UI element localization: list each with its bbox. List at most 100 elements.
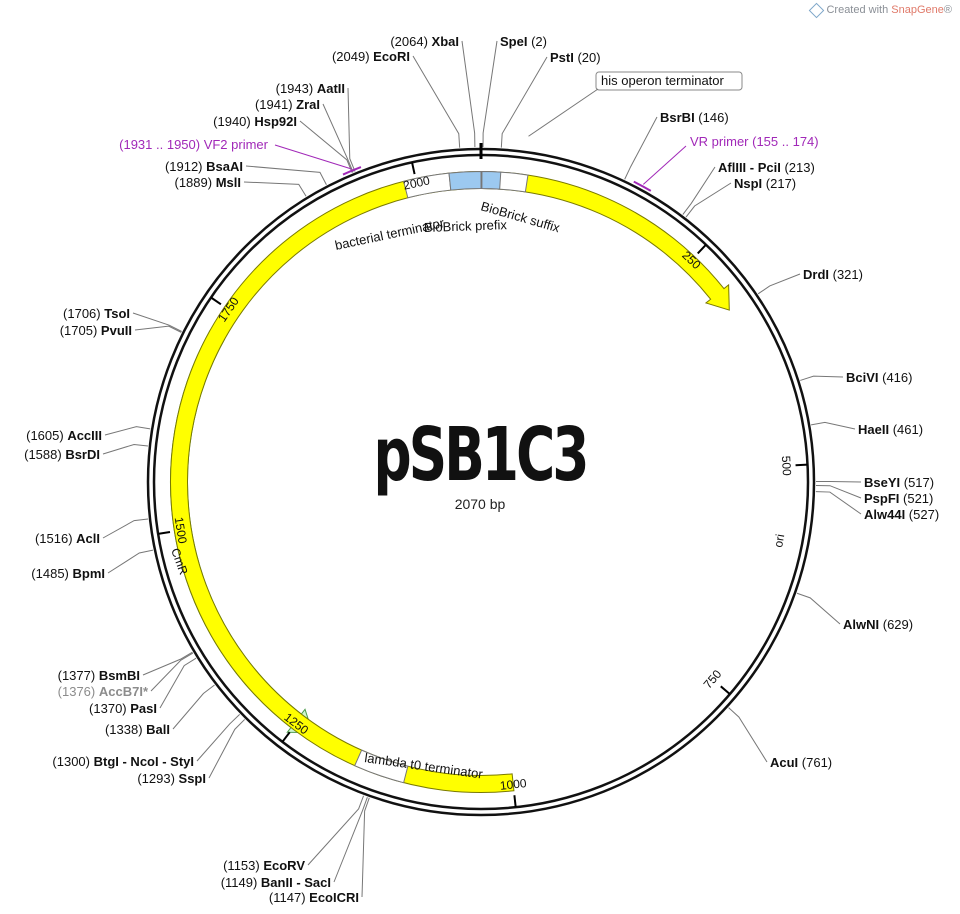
primer-vr-line: [642, 145, 687, 185]
tick-1250: [281, 731, 291, 743]
site-line-bsaai: [245, 165, 327, 186]
primer-vr-bar: [633, 180, 652, 192]
snapgene-watermark: Created with SnapGene®: [809, 2, 952, 18]
site-bsrdi: (1588) BsrDI: [24, 447, 100, 462]
site-position: (1516): [35, 531, 76, 546]
site-line-spei: [482, 40, 498, 148]
site-line-hsp92i: [299, 120, 353, 173]
watermark-prefix: Created with: [826, 4, 892, 16]
site-line-msli: [243, 181, 307, 197]
site-position: (1370): [89, 701, 130, 716]
site-name: AccIII: [67, 428, 102, 443]
site-line-bpmi: [107, 549, 154, 574]
site-name: EcoRV: [263, 858, 305, 873]
site-position: (1605): [26, 428, 67, 443]
site-line-bseyi: [815, 480, 862, 483]
site-name: PvuII: [101, 323, 132, 338]
site-line-bcivi: [800, 375, 844, 381]
site-ecorv: (1153) EcoRV: [223, 858, 305, 873]
site-position: (217): [762, 176, 796, 191]
site-position: (2049): [332, 49, 373, 64]
site-name: SpeI: [500, 34, 527, 49]
site-name: BpmI: [73, 566, 106, 581]
site-line-alw44i: [815, 491, 862, 515]
site-name: AatII: [317, 81, 345, 96]
site-position: (1300): [52, 754, 93, 769]
site-name: Alw44I: [864, 507, 905, 522]
site-name: EcoICRI: [309, 890, 359, 905]
site-line-nspi: [685, 182, 732, 218]
site-name: EcoRI: [373, 49, 410, 64]
site-position: (20): [574, 50, 601, 65]
site-name: PspFI: [864, 491, 899, 506]
site-acciii: (1605) AccIII: [26, 428, 102, 443]
site-line-zrai: [322, 103, 354, 173]
site-position: (761): [798, 755, 832, 770]
feature-biobrick-suffix-blue: [481, 170, 502, 190]
site-line-haeii: [811, 421, 856, 430]
primer-vr-label: VR primer (155 .. 174): [690, 134, 819, 149]
tick-label-1500: 1500: [172, 516, 190, 545]
site-name: PstI: [550, 50, 574, 65]
primer-vf2-label: (1931 .. 1950) VF2 primer: [119, 137, 269, 152]
label-his-operon-box: [595, 71, 743, 91]
site-bali: (1338) BalI: [105, 722, 170, 737]
site-bcivi: BciVI (416): [846, 370, 912, 385]
site-btgi-ncoi-styi: (1300) BtgI - NcoI - StyI: [52, 754, 194, 769]
tick-1750: [210, 296, 222, 306]
site-line-accb7i: [150, 652, 194, 692]
plasmid-length: 2070 bp: [454, 496, 506, 512]
site-pspfi: PspFI (521): [864, 491, 933, 506]
tick-250: [697, 244, 707, 255]
site-name: Hsp92I: [254, 114, 297, 129]
site-name: BciVI: [846, 370, 879, 385]
site-name: AcuI: [770, 755, 798, 770]
site-name: BtgI - NcoI - StyI: [94, 754, 194, 769]
site-position: (1377): [58, 668, 99, 683]
site-position: (1941): [255, 97, 296, 112]
site-name: AccB7I*: [99, 684, 149, 699]
plasmid-name: pSB1C3: [373, 412, 589, 498]
site-line-aatii: [347, 87, 356, 172]
site-position: (517): [900, 475, 934, 490]
site-position: (1706): [63, 306, 104, 321]
watermark-product: SnapGene: [891, 4, 944, 16]
site-name: BsmBI: [99, 668, 140, 683]
site-line-acui: [728, 707, 768, 763]
site-name: NspI: [734, 176, 762, 191]
site-line-pasi: [159, 657, 197, 709]
site-name: BanII - SacI: [261, 875, 331, 890]
site-bsaai: (1912) BsaAI: [165, 159, 243, 174]
site-bseyi: BseYI (517): [864, 475, 934, 490]
site-xbai: (2064) XbaI: [390, 34, 459, 49]
site-position: (1940): [213, 114, 254, 129]
site-position: (1588): [24, 447, 65, 462]
site-line-psti: [500, 56, 548, 148]
site-line-banii-saci: [333, 796, 368, 883]
site-banii-saci: (1149) BanII - SacI: [221, 875, 331, 890]
site-position: (1147): [269, 890, 309, 905]
primer-vf2-line: [274, 144, 352, 170]
feature-lambda-t0-terminator: [354, 749, 409, 784]
site-position: (1705): [60, 323, 101, 338]
site-name: AclI: [76, 531, 100, 546]
site-line-bsrdi: [102, 443, 148, 455]
site-position: (1485): [31, 566, 72, 581]
site-position: (1293): [137, 771, 178, 786]
site-line-afliii-pcii: [682, 166, 716, 215]
site-name: BsrDI: [65, 447, 100, 462]
site-line-bali: [172, 684, 215, 730]
tick-2000: [411, 162, 416, 175]
site-zrai: (1941) ZraI: [255, 97, 320, 112]
site-name: MslI: [216, 175, 241, 190]
site-alwni: AlwNI (629): [843, 617, 913, 632]
site-position: (1943): [276, 81, 317, 96]
site-name: BseYI: [864, 475, 900, 490]
site-line-tsoi: [132, 312, 182, 332]
tick-label-1000: 1000: [499, 776, 527, 793]
site-bpmi: (1485) BpmI: [31, 566, 105, 581]
label-biobrick-prefix: BioBrick prefix: [424, 217, 508, 235]
site-line-xbai: [461, 40, 476, 148]
site-position: (461): [889, 422, 923, 437]
